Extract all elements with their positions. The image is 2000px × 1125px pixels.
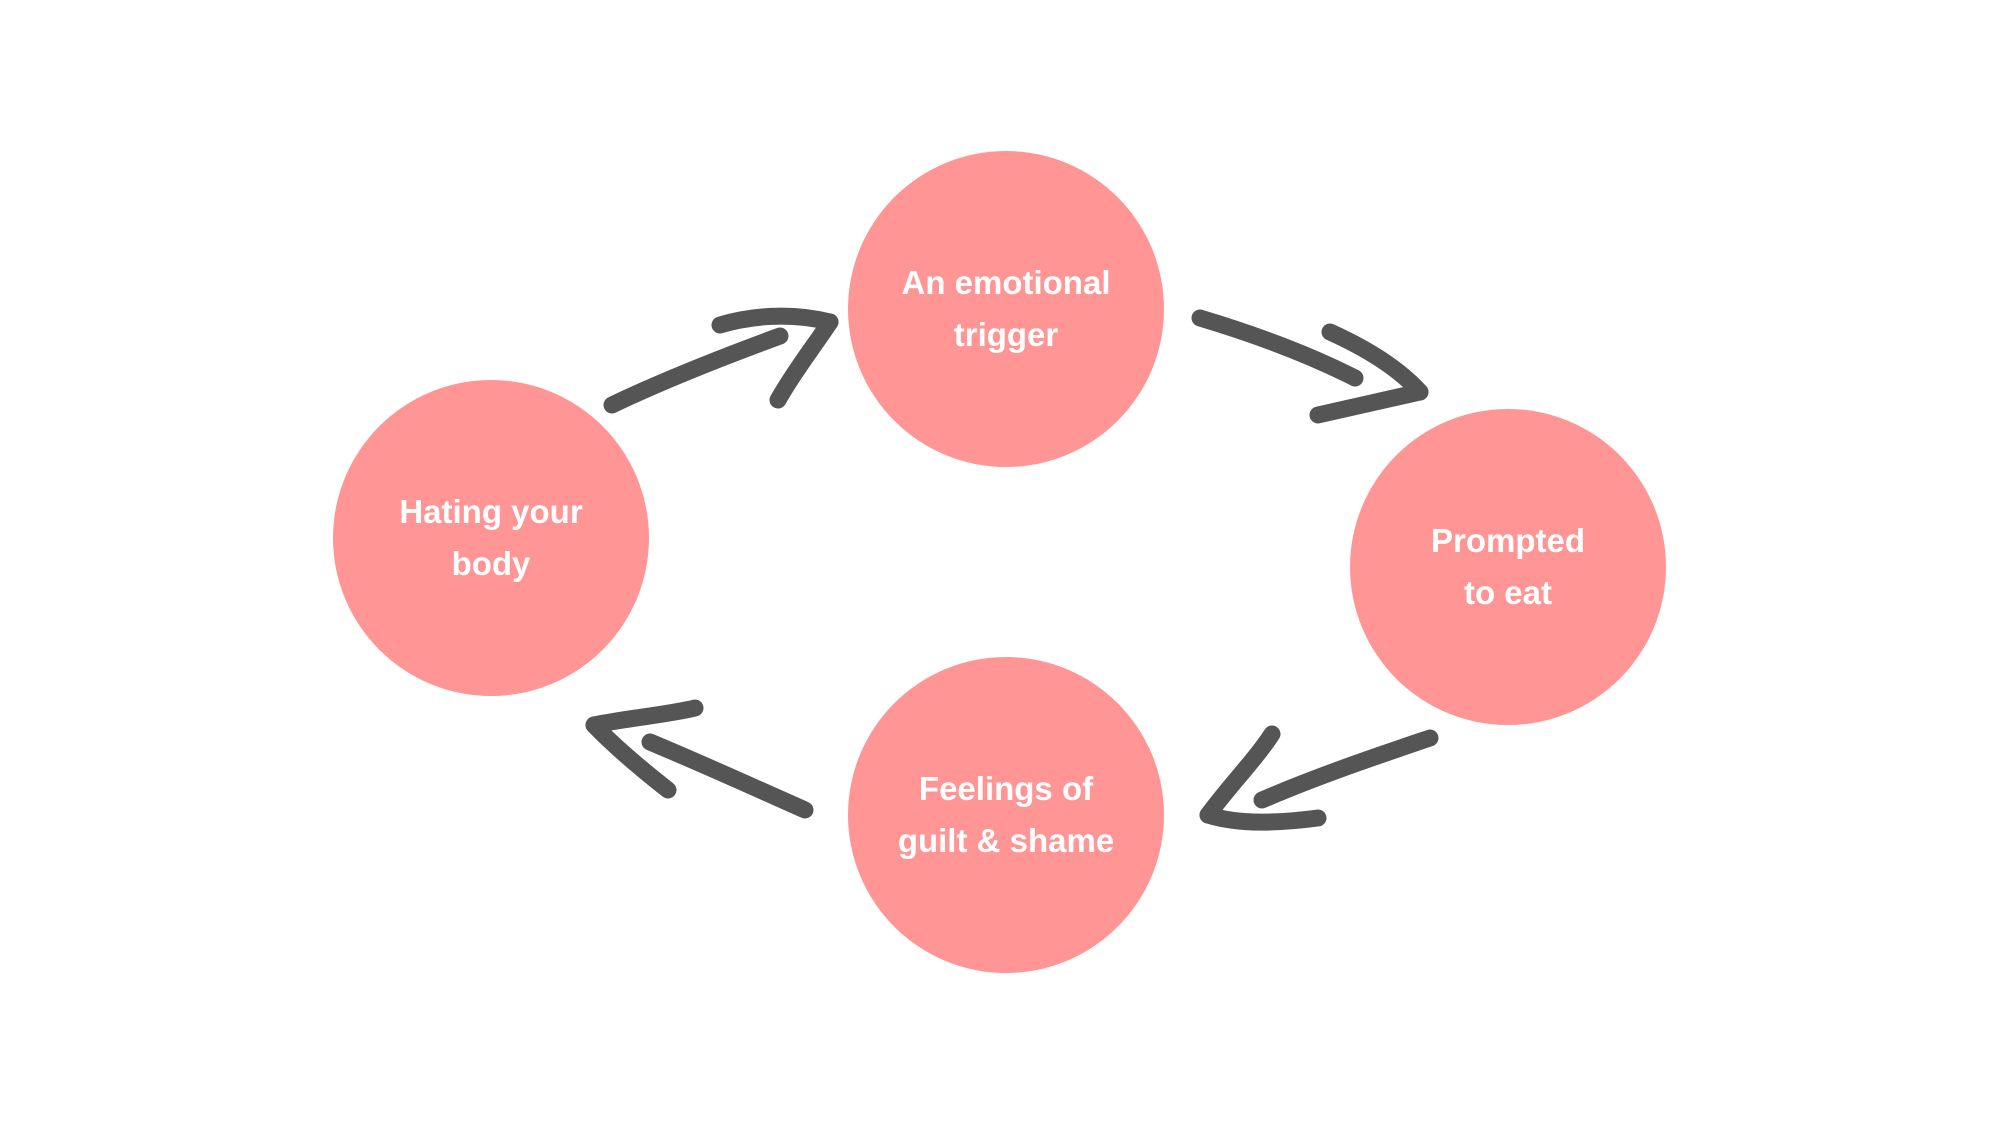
node-hating-body: Hating your body <box>333 380 649 696</box>
node-prompted-to-eat: Prompted to eat <box>1350 409 1666 725</box>
node-guilt-shame: Feelings of guilt & shame <box>848 657 1164 973</box>
arrow-guilt-to-hating <box>585 699 814 819</box>
node-emotional-trigger: An emotional trigger <box>848 151 1164 467</box>
arrow-trigger-to-prompted <box>1191 309 1429 424</box>
arrow-prompted-to-guilt <box>1199 725 1439 831</box>
node-label-emotional-trigger: An emotional trigger <box>901 264 1111 353</box>
node-label-prompted-to-eat: Prompted to eat <box>1430 522 1585 611</box>
node-label-guilt-shame: Feelings of guilt & shame <box>897 770 1115 859</box>
arrow-hating-to-trigger <box>603 307 839 414</box>
node-label-hating-body: Hating your body <box>399 493 583 582</box>
